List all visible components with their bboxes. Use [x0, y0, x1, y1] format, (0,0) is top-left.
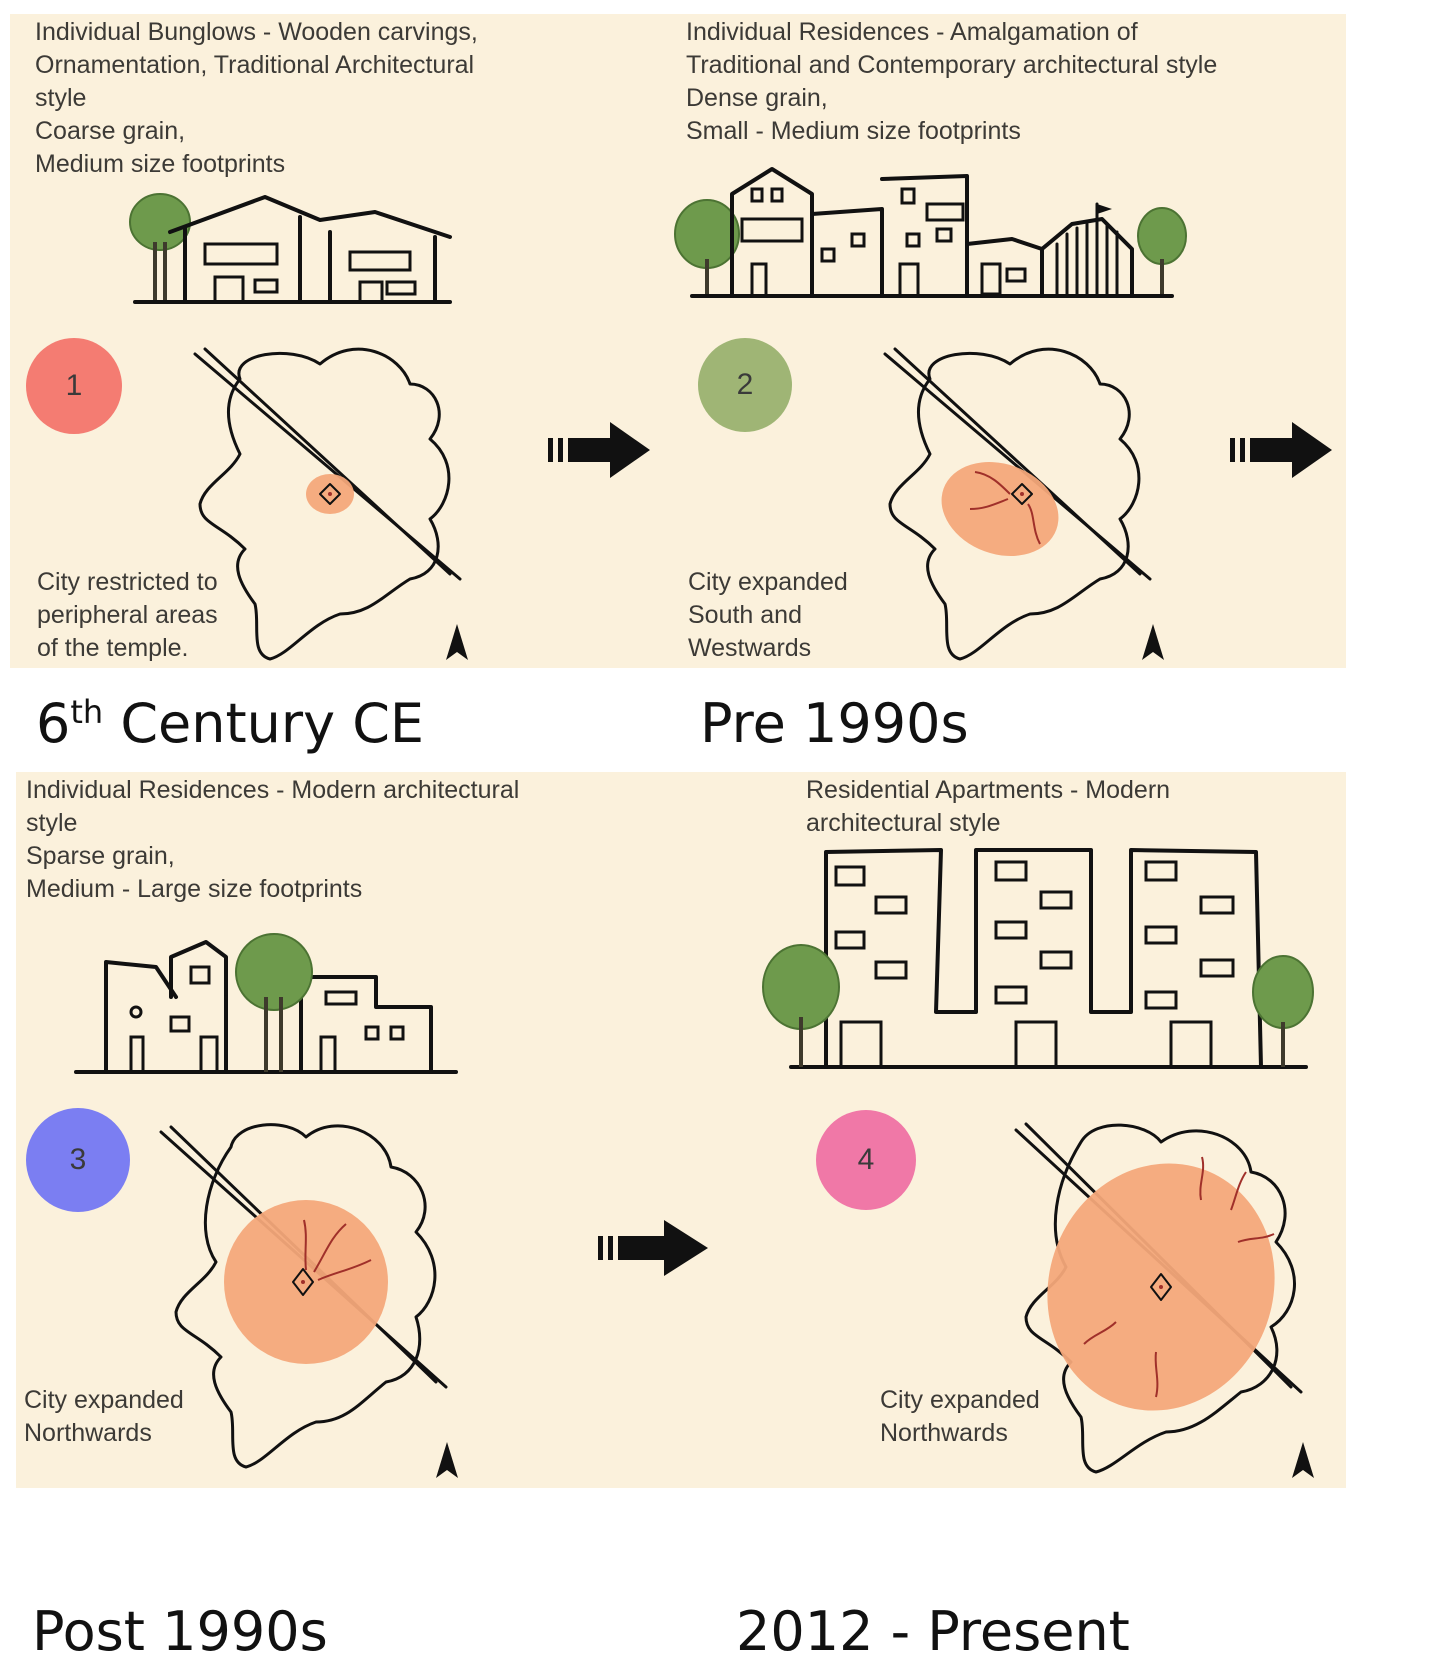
- stage-2-caption: Pre 1990s: [700, 692, 969, 755]
- north-arrow-icon: [436, 1442, 458, 1478]
- stage-3-number: 3: [69, 1143, 87, 1176]
- stage-4-description: Residential Apartments - Modern architec…: [806, 776, 1171, 837]
- stage-3-badge: 3: [26, 1108, 130, 1212]
- stage-2-badge: 2: [698, 338, 792, 432]
- stage-4-number: 4: [857, 1143, 875, 1176]
- stage-3-note: City expanded Northwards: [24, 1386, 184, 1447]
- right-arrow-icon: [548, 422, 650, 478]
- north-arrow-icon: [1292, 1442, 1314, 1478]
- stage-2-panel: Individual Residences - Amalgamation of …: [674, 14, 1346, 668]
- stage-1-panel: Individual Bunglows - Wooden carvings, O…: [10, 14, 686, 668]
- stage-1-number: 1: [65, 369, 83, 402]
- modern-residences-sketch-icon: [74, 933, 458, 1074]
- stage-2-number: 2: [736, 368, 754, 401]
- stage-4-note: City expanded Northwards: [880, 1386, 1040, 1447]
- stage-4-panel: Residential Apartments - Modern architec…: [716, 772, 1346, 1488]
- stage-2-description: Individual Residences - Amalgamation of …: [686, 18, 1218, 145]
- apartments-sketch-icon: [762, 848, 1314, 1069]
- bungalows-sketch-icon: [129, 193, 452, 304]
- stage-4-caption: 2012 - Present: [736, 1600, 1130, 1663]
- city-map-large-growth-icon: [1014, 1122, 1303, 1474]
- city-map-south-west-growth-icon: [883, 347, 1152, 661]
- stage-1-note: City restricted to peripheral areas of t…: [37, 568, 218, 662]
- stage-3-description: Individual Residences - Modern architect…: [26, 776, 520, 903]
- stage-1-caption: 6th Century CE: [36, 692, 425, 755]
- city-map-small-core-icon: [193, 347, 462, 661]
- stage-1-badge: 1: [26, 338, 122, 434]
- dense-residences-sketch-icon: [674, 167, 1187, 298]
- stage-1-description: Individual Bunglows - Wooden carvings, O…: [35, 18, 478, 178]
- stage-4-badge: 4: [816, 1110, 916, 1210]
- stage-3-caption: Post 1990s: [32, 1600, 328, 1663]
- right-arrow-icon: [1230, 422, 1332, 478]
- stage-2-note: City expanded South and Westwards: [688, 568, 848, 662]
- stage-3-panel: Individual Residences - Modern architect…: [16, 772, 716, 1488]
- right-arrow-icon: [598, 1220, 708, 1276]
- city-map-north-growth-icon: [159, 1123, 448, 1469]
- north-arrow-icon: [446, 624, 468, 660]
- north-arrow-icon: [1142, 624, 1164, 660]
